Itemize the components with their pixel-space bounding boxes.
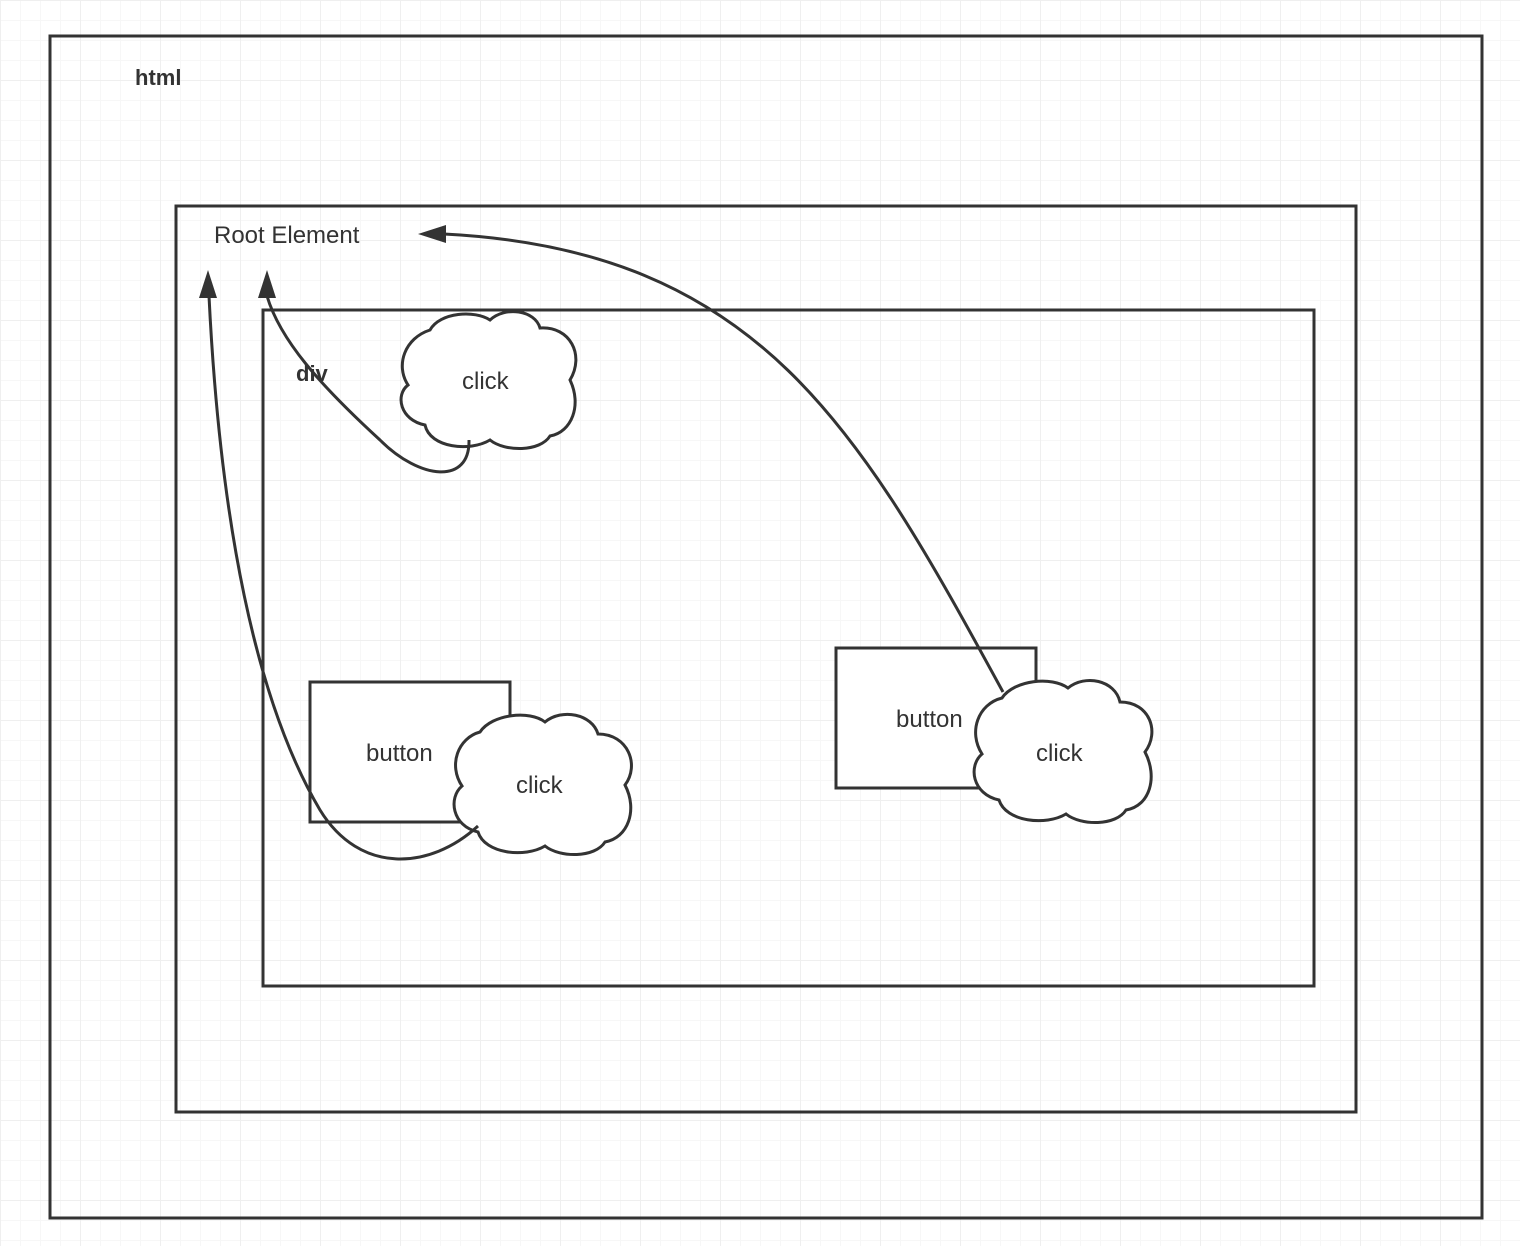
cloud-top — [399, 310, 578, 451]
arrow-left-button-to-root — [207, 295, 480, 861]
html-label: html — [135, 65, 181, 90]
cloud-left — [452, 712, 633, 857]
root-element-label: Root Element — [214, 222, 360, 249]
button-left-label: button — [366, 740, 433, 767]
arrowhead-right-button-to-root — [418, 225, 446, 243]
cloud-left-label: click — [516, 772, 564, 799]
button-right-label: button — [896, 706, 963, 733]
html-box — [48, 34, 1484, 1220]
root-element-box — [174, 204, 1358, 1114]
cloud-top-label: click — [462, 368, 510, 395]
arrowhead-left-button-to-root — [199, 270, 217, 298]
arrow-div-to-root — [265, 295, 471, 474]
cloud-right-label: click — [1036, 740, 1084, 767]
div-box — [261, 308, 1316, 988]
arrowhead-div-to-root — [258, 270, 276, 298]
cloud-right — [972, 679, 1154, 825]
arrow-right-button-to-root — [443, 232, 1005, 693]
